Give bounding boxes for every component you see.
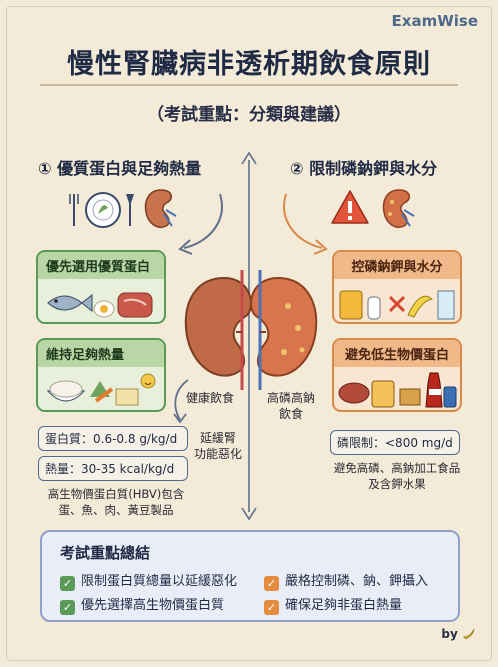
check-icon: ✓ <box>264 600 279 615</box>
byline: by <box>441 627 476 641</box>
brand-logo: ExamWise <box>391 12 478 30</box>
summary-item-prefer-hbv: ✓ 優先選擇高生物價蛋白質 <box>60 594 224 615</box>
check-icon: ✓ <box>264 576 279 591</box>
summary-item-control-minerals: ✓ 嚴格控制磷、鈉、鉀攝入 <box>264 570 428 591</box>
tag-phosphorus-limit: 磷限制：<800 mg/d <box>330 430 460 455</box>
label-high-phos-sodium-diet: 高磷高鈉 飲食 <box>266 391 315 421</box>
summary-item-text: 限制蛋白質總量以延緩惡化 <box>81 574 238 589</box>
processed-food-soda-icon <box>338 372 457 408</box>
chips-salt-banana-water-icon <box>339 290 455 320</box>
curved-arrow-left-icon <box>178 193 223 255</box>
warning-icon <box>331 190 369 224</box>
byline-text: by <box>441 627 458 641</box>
box-quality-protein: 優先選用優質蛋白 <box>36 250 166 324</box>
check-icon: ✓ <box>60 600 75 615</box>
kidney-small-warning-icon <box>382 189 415 228</box>
restriction-note-line: 避免高磷、高鈉加工食品 及含鉀水果 <box>333 461 461 491</box>
box-adequate-energy-title: 維持足夠熱量 <box>38 340 164 367</box>
page-frame <box>6 6 492 661</box>
curved-arrow-slowdown-icon <box>173 379 189 424</box>
summary-item-text: 優先選擇高生物價蛋白質 <box>81 598 225 613</box>
rice-veg-tofu-icon <box>46 373 156 406</box>
box-adequate-energy: 維持足夠熱量 <box>36 338 166 412</box>
box-limit-minerals: 控磷鈉鉀與水分 <box>332 250 462 324</box>
label-slow-decline: 延緩腎 功能惡化 <box>193 431 242 461</box>
plate-cutlery-icon <box>69 192 134 228</box>
section-heading-restrictions: ② 限制磷鈉鉀與水分 <box>290 159 438 178</box>
page-subtitle: （考試重點：分類與建議） <box>147 105 351 125</box>
curved-arrow-right-icon <box>283 193 328 255</box>
center-divider-arrow-icon <box>241 151 257 521</box>
summary-item-limit-protein: ✓ 限制蛋白質總量以延緩惡化 <box>60 570 237 591</box>
fish-egg-meat-icon <box>47 292 153 318</box>
kidney-small-icon <box>144 189 177 228</box>
summary-item-text: 確保足夠非蛋白熱量 <box>285 598 403 613</box>
summary-item-text: 嚴格控制磷、鈉、鉀攝入 <box>285 574 429 589</box>
summary-item-adequate-energy: ✓ 確保足夠非蛋白熱量 <box>264 594 402 615</box>
hbv-note: 高生物價蛋白質(HBV)包含 蛋、魚、肉、黃豆製品 <box>36 486 196 518</box>
box-avoid-low-bv-protein-title: 避免低生物價蛋白 <box>334 340 460 367</box>
title-divider <box>40 84 458 86</box>
hbv-note-line: 高生物價蛋白質(HBV)包含 蛋、魚、肉、黃豆製品 <box>47 487 185 517</box>
page-title: 慢性腎臟病非透析期飲食原則 <box>67 49 431 80</box>
box-limit-minerals-title: 控磷鈉鉀與水分 <box>334 252 460 279</box>
summary-panel: 考試重點總結 ✓ 限制蛋白質總量以延緩惡化 ✓ 優先選擇高生物價蛋白質 ✓ 嚴格控制磷… <box>40 530 460 622</box>
tag-energy-intake: 熱量：30-35 kcal/kg/d <box>38 456 188 481</box>
kidney-comparison-illustration <box>184 270 318 390</box>
check-icon: ✓ <box>60 576 75 591</box>
section-heading-protein-energy: ① 優質蛋白與足夠熱量 <box>38 159 202 178</box>
box-avoid-low-bv-protein: 避免低生物價蛋白 <box>332 338 462 412</box>
tag-protein-intake: 蛋白質：0.6-0.8 g/kg/d <box>38 426 188 451</box>
restriction-note: 避免高磷、高鈉加工食品 及含鉀水果 <box>322 460 472 492</box>
summary-title: 考試重點總結 <box>60 544 151 562</box>
box-quality-protein-title: 優先選用優質蛋白 <box>38 252 164 279</box>
label-healthy-diet: 健康飲食 <box>185 391 234 405</box>
banana-logo-icon <box>463 628 475 640</box>
